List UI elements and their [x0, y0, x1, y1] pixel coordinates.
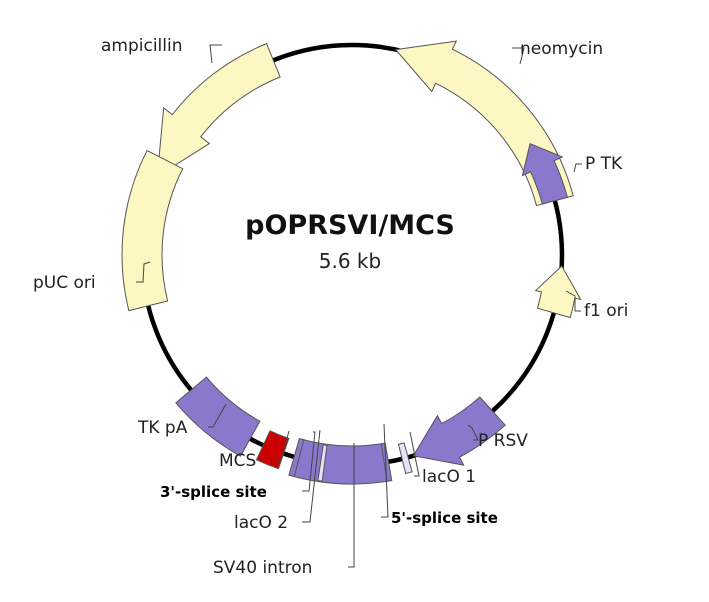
label-laco2: lacO 2	[234, 513, 288, 533]
label-p-tk: P TK	[585, 154, 623, 174]
neomycin-leader	[512, 47, 525, 65]
f1-ori-leader	[565, 290, 581, 312]
label-sv40-intron: SV40 intron	[213, 558, 312, 578]
features-layer	[121, 40, 582, 485]
splice5-leader	[381, 423, 389, 518]
leader-lines	[136, 44, 582, 568]
ampicillin-arrow	[156, 42, 281, 178]
splice3-leader	[302, 431, 316, 492]
p-rsv-leader	[467, 424, 479, 441]
laco1-block	[397, 442, 413, 475]
label-p-rsv: P RSV	[478, 431, 528, 451]
puc-ori-leader	[136, 261, 151, 283]
label-mcs: MCS	[219, 451, 256, 471]
p-rsv-arrow	[412, 396, 506, 466]
ampicillin-leader	[209, 44, 222, 64]
f1-ori-arrow	[534, 265, 582, 319]
splice3-marker	[293, 439, 305, 477]
laco2-block	[317, 444, 328, 482]
label-ampicillin: ampicillin	[101, 36, 183, 56]
label-tk-pa: TK pA	[137, 418, 188, 438]
label-neomycin: neomycin	[520, 39, 603, 59]
laco1-leader	[409, 431, 420, 477]
tk-pa-block	[175, 376, 261, 457]
p-tk-leader	[573, 163, 582, 173]
tk-pa-leader	[208, 403, 227, 428]
laco2-leader	[302, 429, 321, 523]
p-tk-arrow	[521, 143, 569, 205]
puc-ori-block	[121, 149, 184, 312]
plasmid-size: 5.6 kb	[319, 249, 381, 273]
label-splice3: 3'-splice site	[160, 483, 267, 501]
label-laco1: lacO 1	[422, 467, 476, 487]
label-f1-ori: f1 ori	[584, 301, 628, 321]
mcs-leader	[275, 430, 290, 461]
sv40-intron-block	[288, 437, 393, 485]
label-splice5: 5'-splice site	[391, 509, 498, 527]
label-puc-ori: pUC ori	[33, 273, 96, 293]
sv40-intron-leader	[348, 443, 355, 568]
plasmid-name: pOPRSVI/MCS	[245, 210, 455, 241]
